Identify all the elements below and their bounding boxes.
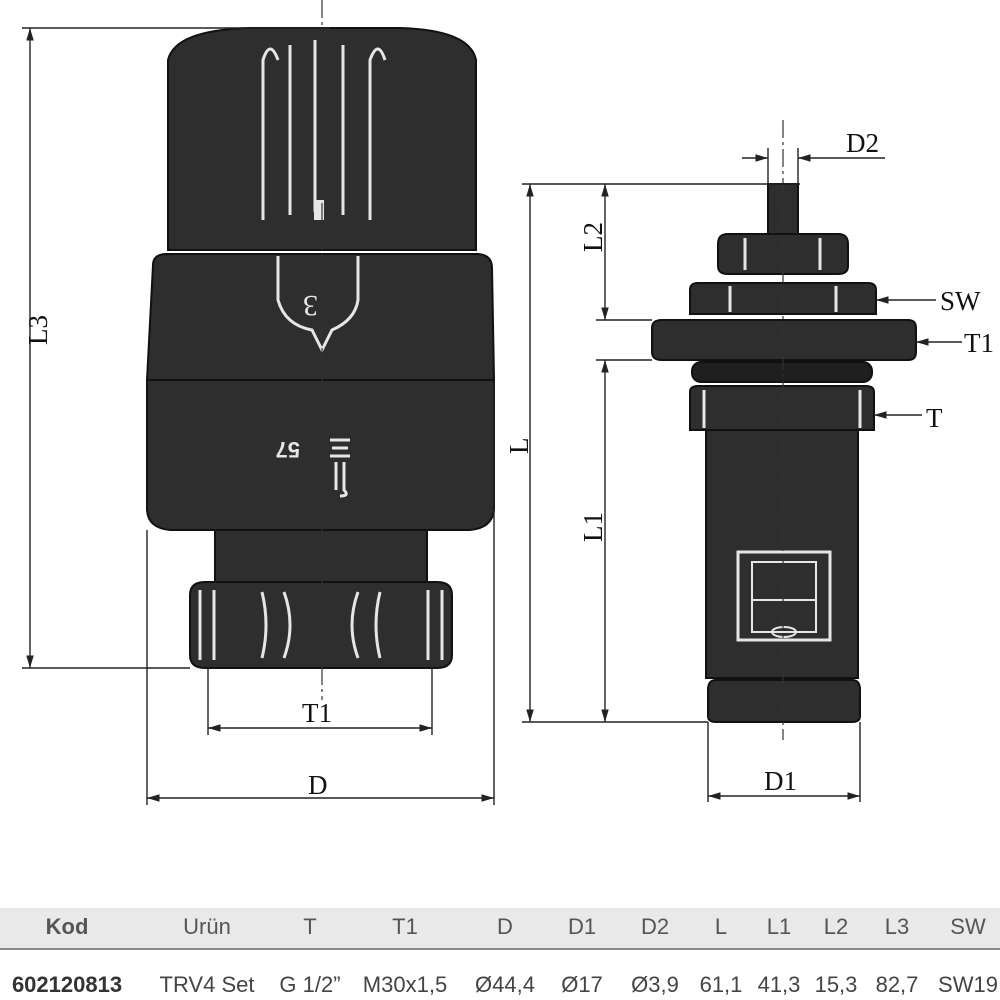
cell-l3: 82,7 <box>875 972 919 997</box>
l2-label: L2 <box>578 222 608 252</box>
cell-kod: 602120813 <box>11 972 123 997</box>
l3-label: L3 <box>23 315 53 345</box>
callout-t-right: T <box>874 403 943 433</box>
cell-l2: 15,3 <box>814 972 858 997</box>
cell-t: G 1/2” <box>279 972 341 997</box>
header-t1: T1 <box>392 914 418 939</box>
table-row: 602120813 TRV4 Set G 1/2” M30x1,5 Ø44,4 … <box>0 952 1000 1000</box>
sw-label: SW <box>940 286 981 316</box>
header-kod: Kod <box>45 914 89 939</box>
cell-d1: Ø17 <box>561 972 603 997</box>
d-left-label: D <box>308 770 328 800</box>
t-right-label: T <box>926 403 943 433</box>
dim-l: L <box>504 183 800 723</box>
header-l2: L2 <box>823 914 849 939</box>
t1-right-label: T1 <box>964 328 994 358</box>
header-d: D <box>497 914 513 939</box>
cell-d2: Ø3,9 <box>631 972 679 997</box>
cell-l1: 41,3 <box>757 972 801 997</box>
table-separator <box>0 948 1000 950</box>
grip-fins <box>261 40 387 220</box>
header-l1: L1 <box>766 914 792 939</box>
dim-l3: L3 <box>22 27 330 669</box>
frost-mark-label: 57 <box>276 437 300 462</box>
dim-l1: L1 <box>578 359 652 722</box>
knurl-ridges <box>198 590 444 660</box>
d1-label: D1 <box>764 766 797 796</box>
l-label: L <box>504 438 534 455</box>
dim-t1-left: T1 <box>207 668 433 735</box>
callout-t1-right: T1 <box>916 328 994 358</box>
header-d1: D1 <box>567 914 597 939</box>
header-l3: L3 <box>884 914 910 939</box>
d2-label: D2 <box>846 128 879 158</box>
header-sw: SW <box>950 914 986 939</box>
header-d2: D2 <box>640 914 670 939</box>
cell-sw: SW19 <box>938 972 998 997</box>
header-t: T <box>303 914 317 939</box>
header-urun: Urün <box>183 914 231 939</box>
thermostatic-head: 3 57 <box>145 27 496 669</box>
t1-left-label: T1 <box>302 698 332 728</box>
callout-sw: SW <box>876 286 981 316</box>
cell-d: Ø44,4 <box>475 972 535 997</box>
dim-d1: D1 <box>707 722 861 802</box>
dim-d-left: D <box>146 380 495 805</box>
technical-drawing: 3 57 L3 T1 D <box>22 0 994 805</box>
table-header-row: Kod Urün T T1 D D1 D2 L L1 L2 L3 SW <box>0 908 1000 948</box>
dim-d2: D2 <box>742 128 885 184</box>
cell-l: 61,1 <box>699 972 743 997</box>
header-l: L <box>714 914 728 939</box>
cell-t1: M30x1,5 <box>362 972 448 997</box>
dim-l2: L2 <box>578 184 652 321</box>
spec-table: Kod Urün T T1 D D1 D2 L L1 L2 L3 SW 6021… <box>0 908 1000 1000</box>
valve-insert <box>651 183 917 723</box>
l1-label: L1 <box>578 512 608 542</box>
scale-number-3: 3 <box>303 289 318 322</box>
frost-symbol: 57 <box>276 437 350 498</box>
cell-urun: TRV4 Set <box>159 972 255 997</box>
